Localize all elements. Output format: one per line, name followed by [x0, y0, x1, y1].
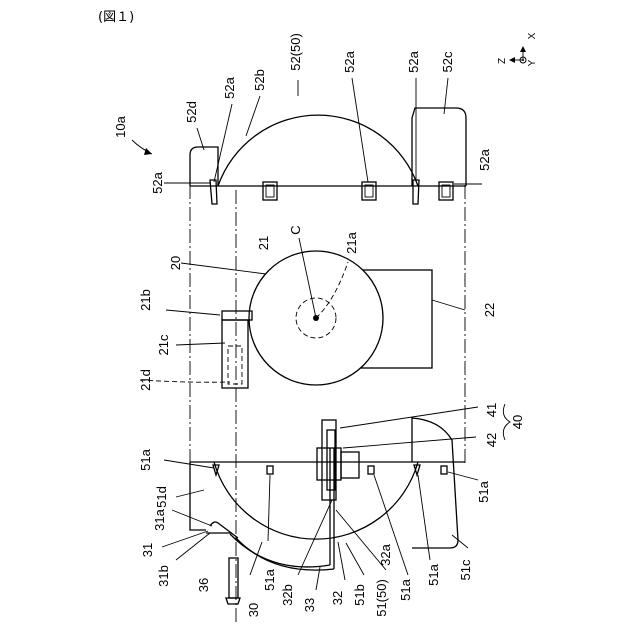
label-51d: 51d	[154, 486, 169, 508]
label-51-50: 51(50)	[374, 579, 389, 617]
label-52a: 52a	[342, 50, 357, 72]
label-51a: 51a	[262, 568, 277, 590]
label-52-50: 52(50)	[288, 33, 303, 71]
motor-20	[140, 238, 432, 388]
label-21c: 21c	[156, 334, 171, 355]
label-10a: 10a	[113, 115, 128, 137]
label-51c: 51c	[458, 559, 473, 580]
label-52a: 52a	[406, 50, 421, 72]
label-22: 22	[482, 303, 497, 317]
label-52b: 52b	[252, 69, 267, 91]
axis-x-label: X	[527, 32, 538, 39]
label-33: 33	[302, 598, 317, 612]
upper-cover-52	[190, 108, 466, 204]
label-41: 41	[484, 403, 499, 417]
axis-z-label: Z	[497, 58, 508, 64]
label-42: 42	[484, 433, 499, 447]
label-21: 21	[256, 236, 271, 250]
label-40: 40	[510, 415, 525, 429]
label-32a: 32a	[378, 543, 393, 565]
label-32b: 32b	[280, 584, 295, 606]
label-52a: 52a	[222, 76, 237, 98]
label-36: 36	[196, 578, 211, 592]
label-51b: 51b	[352, 584, 367, 606]
label-51a: 51a	[398, 578, 413, 600]
label-52a: 52a	[477, 148, 492, 170]
axis-y-label: Y	[527, 59, 538, 66]
alignment-lines	[190, 185, 465, 625]
label-31a: 31a	[152, 508, 167, 530]
label-51a: 51a	[426, 563, 441, 585]
label-20: 20	[168, 256, 183, 270]
label-51a: 51a	[476, 480, 491, 502]
label-21a: 21a	[344, 231, 359, 253]
label-30: 30	[246, 603, 261, 617]
label-52a: 52a	[150, 171, 165, 193]
label-32: 32	[330, 591, 345, 605]
label-52c: 52c	[440, 51, 455, 72]
label-31: 31	[140, 543, 155, 557]
label-52d: 52d	[184, 101, 199, 123]
label-21b: 21b	[138, 289, 153, 311]
label-31b: 31b	[156, 565, 171, 587]
coordinate-axes-indicator: X Z Y	[497, 32, 538, 66]
label-21d: 21d	[138, 369, 153, 391]
label-51a: 51a	[138, 448, 153, 470]
label-C: C	[288, 225, 303, 234]
